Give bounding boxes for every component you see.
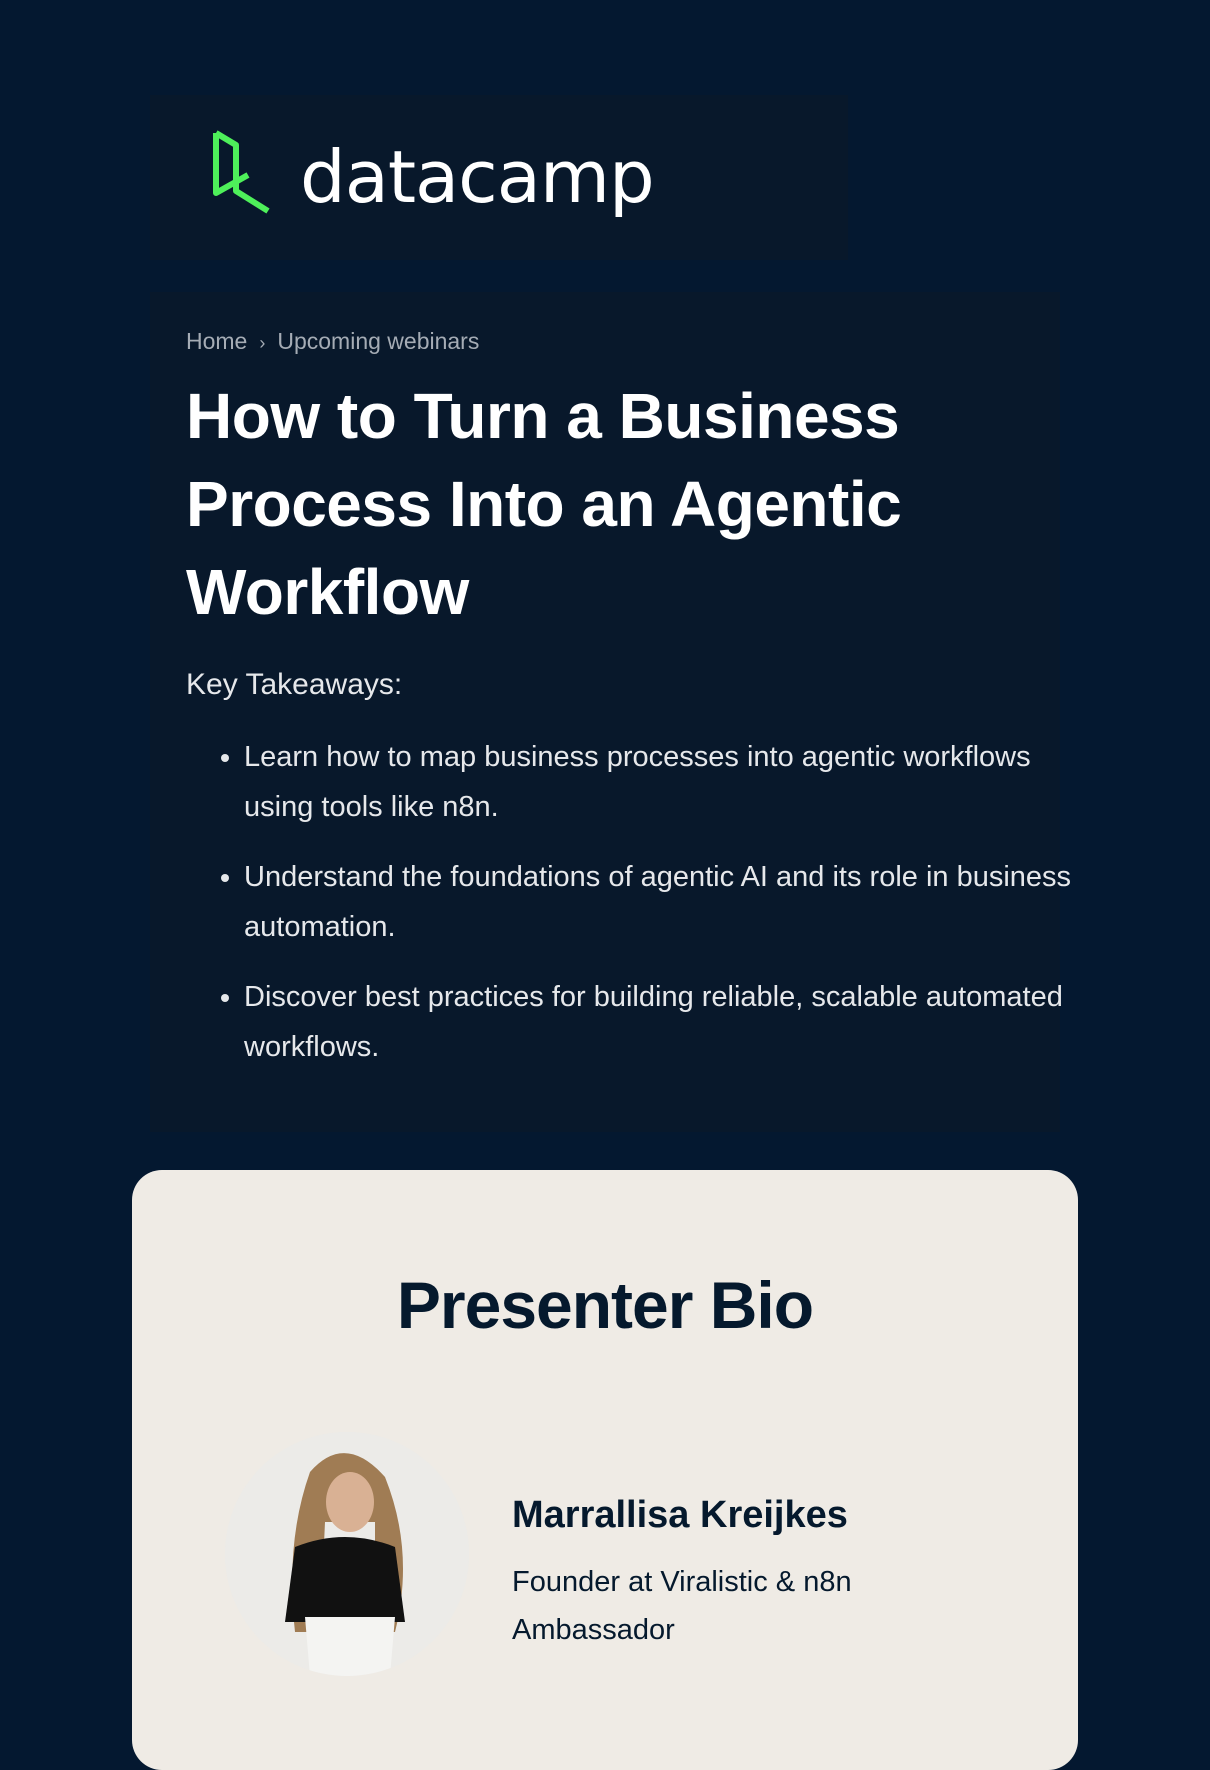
list-item: Understand the foundations of agentic AI… — [244, 852, 1104, 952]
list-item: Learn how to map business processes into… — [244, 732, 1104, 832]
breadcrumb-home[interactable]: Home — [186, 328, 248, 354]
bio-heading: Presenter Bio — [396, 1268, 814, 1342]
datacamp-logo-icon — [213, 130, 270, 214]
presenter-bio-card: Presenter Bio Marrallisa Kreijkes Founde… — [132, 1170, 1078, 1770]
takeaways-label: Key Takeaways: — [186, 668, 403, 701]
chevron-right-icon: › — [259, 333, 266, 353]
presenter-name: Marrallisa Kreijkes — [512, 1494, 848, 1536]
page-title: How to Turn a Business Process Into an A… — [186, 380, 902, 628]
breadcrumb: Home › Upcoming webinars — [186, 328, 479, 355]
breadcrumb-upcoming-webinars[interactable]: Upcoming webinars — [277, 328, 480, 354]
list-item: Discover best practices for building rel… — [244, 972, 1104, 1072]
avatar — [225, 1432, 469, 1676]
webinar-summary-card: Home › Upcoming webinars How to Turn a Bus… — [150, 292, 1071, 1132]
presenter-role: Founder at Viralistic & n8n Ambassador — [512, 1566, 852, 1646]
presenter-photo-icon — [225, 1432, 469, 1676]
takeaways-list: Learn how to map business processes into… — [186, 732, 1104, 1092]
logo-header: datacamp — [150, 95, 848, 260]
logo-wordmark[interactable]: datacamp — [300, 135, 655, 219]
